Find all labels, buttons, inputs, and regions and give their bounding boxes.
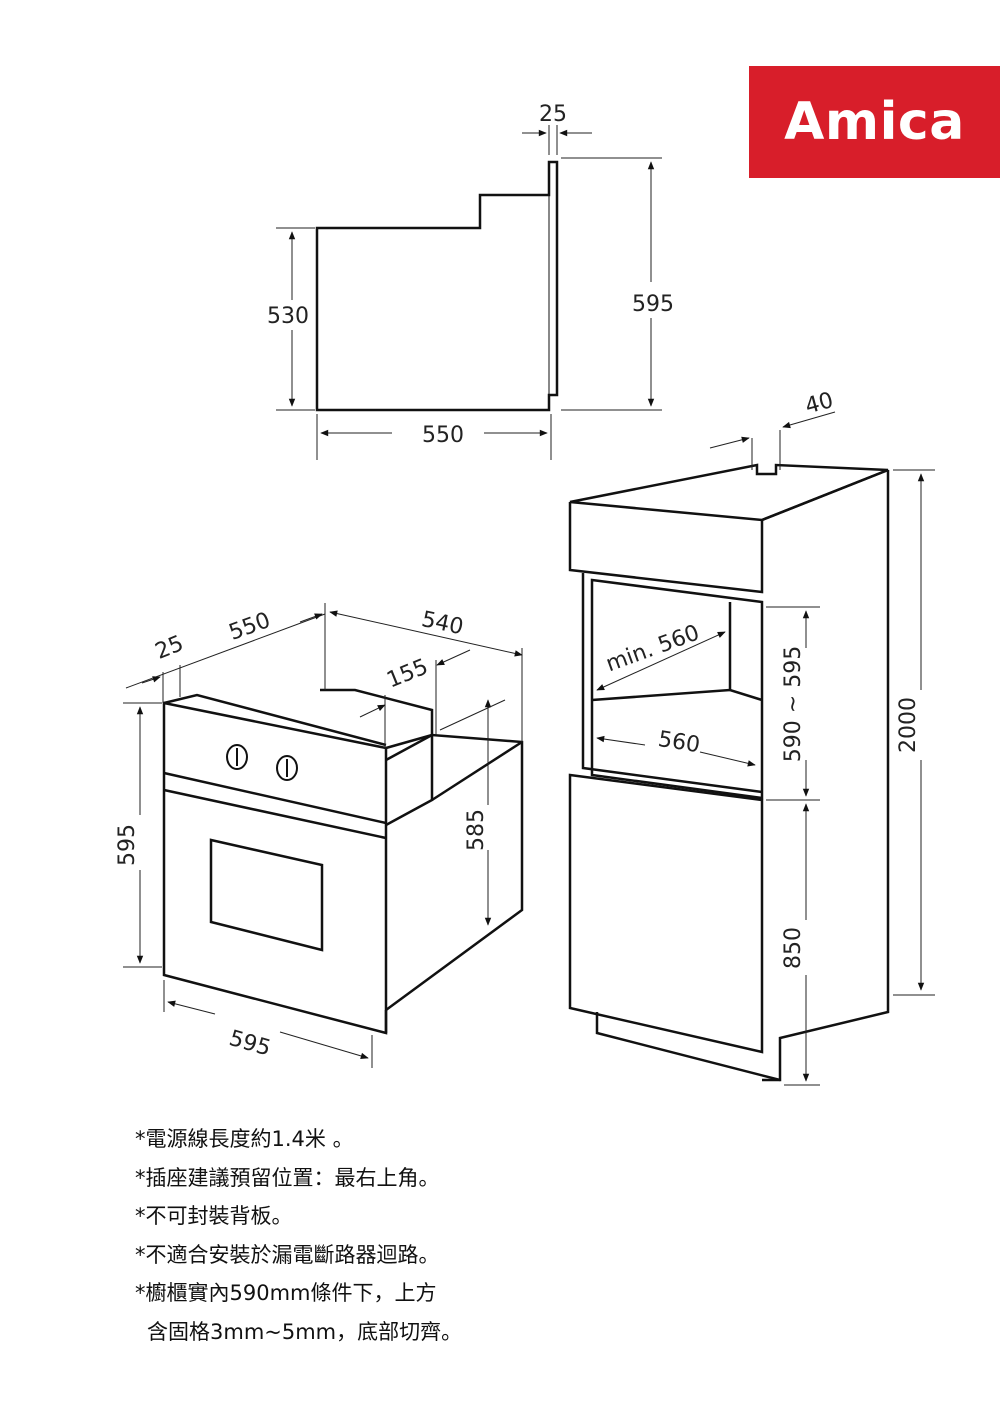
dim-oven-offset: 155 — [383, 655, 431, 694]
amica-logo-text: Amica — [784, 92, 965, 152]
dim-cabinet-base-height: 850 — [781, 927, 806, 969]
dim-top-width: 550 — [422, 423, 464, 448]
dim-cabinet-top-depth: 40 — [803, 388, 837, 419]
note-item: 含固格3mm~5mm，底部切齊。 — [147, 1319, 463, 1344]
note-item: *插座建議預留位置：最右上角。 — [135, 1165, 440, 1190]
dim-niche-depth: min. 560 — [603, 620, 703, 677]
oven-dimension-lines — [123, 603, 523, 1068]
note-item: *不適合安裝於漏電斷路器迴路。 — [135, 1242, 440, 1267]
dim-top-height: 530 — [267, 304, 309, 329]
note-item: *不可封裝背板。 — [135, 1204, 293, 1228]
dim-oven-front-depth: 25 — [152, 631, 187, 665]
dim-niche-height: 590 ~ 595 — [781, 646, 806, 762]
oven-knobs — [226, 744, 298, 781]
top-view-dimension-lines — [276, 125, 662, 460]
oven-side-profile — [315, 160, 559, 412]
cabinet-dimension-lines — [596, 411, 935, 1086]
amica-logo: Amica — [749, 66, 1000, 178]
dim-top-front-depth: 25 — [539, 102, 567, 127]
dim-oven-body-depth: 540 — [419, 607, 465, 640]
dim-oven-width: 595 — [226, 1026, 273, 1062]
note-item: *電源線長度約1.4米 。 — [135, 1127, 354, 1151]
dim-niche-width: 560 — [656, 727, 701, 758]
installation-notes: *電源線長度約1.4米 。 *插座建議預留位置：最右上角。 *不可封裝背板。 *… — [135, 1120, 835, 1351]
oven-isometric — [162, 688, 524, 1035]
dim-cabinet-total-height: 2000 — [896, 697, 921, 753]
note-item: *櫥櫃實內590mm條件下，上方 — [135, 1281, 437, 1305]
dim-oven-depth: 550 — [226, 608, 274, 646]
dim-top-total-height: 595 — [632, 292, 674, 317]
tall-cabinet — [568, 463, 890, 1082]
dim-oven-body-height: 585 — [464, 809, 489, 851]
installation-diagram: 550 530 595 25 — [115, 102, 935, 1086]
dim-oven-front-height: 595 — [115, 824, 140, 866]
